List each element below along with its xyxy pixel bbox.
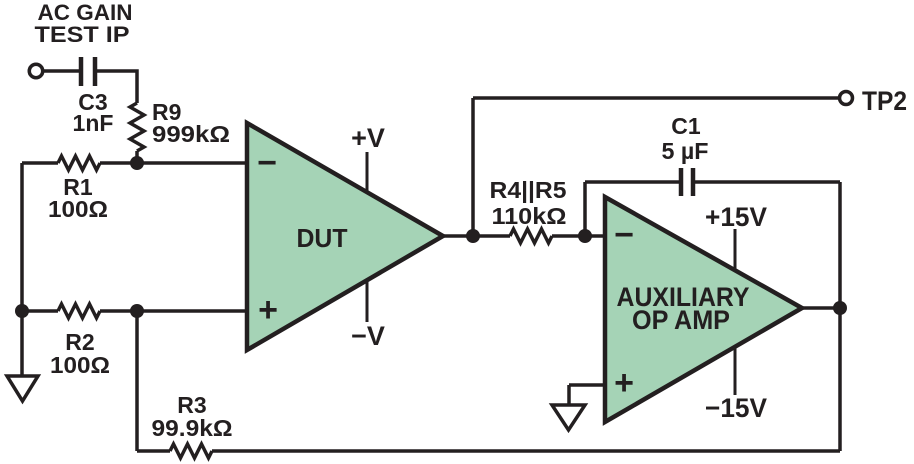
ground-symbol-aux [548,403,589,434]
junction-dot-aux-output [833,301,847,315]
r3-ref-label: R3 [177,392,206,418]
r9-value-label: 999kΩ [152,121,230,147]
dut-noninverting-input-symbol: + [258,291,278,329]
r1-resistor [56,152,102,174]
opamps [244,119,807,426]
aux-supply-pos-label: +15V [705,202,767,232]
r1-value-label: 100Ω [48,196,108,222]
junction-dots [15,156,847,318]
input-source-label-line2: TEST IP [35,22,130,47]
c3-ref-label: C3 [78,89,107,115]
junction-dot-aux-inv [578,229,592,243]
tp2-label: TP2 [862,86,907,116]
r9-ref-label: R9 [152,99,181,125]
junction-dot-dut-output [466,229,480,243]
aux-supply-neg-label: −15V [705,393,767,423]
labels: AC GAIN TEST IP C3 1nF R9 999kΩ R1 100Ω … [35,0,908,441]
input-source-label-line1: AC GAIN [38,0,133,25]
r2-ref-label: R2 [65,329,94,355]
c1-value-label: 5 µF [662,138,709,164]
tp2-terminal [837,89,855,107]
aux-name-label-line2: OP AMP [632,305,730,335]
c1-ref-label: C1 [671,113,701,139]
c3-value-label: 1nF [73,110,114,136]
aux-opamp-triangle [602,193,807,426]
wires [3,57,855,462]
r2-value-label: 100Ω [50,352,110,378]
wire-c3-to-r9 [97,69,139,103]
junction-dot-ground-node [15,304,29,318]
dut-inverting-input-symbol: − [257,144,277,182]
r2-resistor [56,300,102,322]
r9-resistor [126,101,148,153]
junction-dot-inv-node [130,156,144,170]
r4r5-resistor [508,225,554,247]
aux-inverting-input-symbol: − [614,216,634,254]
ac-test-input-terminal [27,62,45,80]
aux-noninverting-input-symbol: + [614,364,634,402]
aux-name-label-line1: AUXILIARY [617,282,750,312]
dut-supply-neg-label: −V [351,321,385,351]
r1-ref-label: R1 [63,174,93,200]
r3-resistor [168,440,214,462]
dut-supply-pos-label: +V [351,123,385,153]
r3-value-label: 99.9kΩ [152,415,233,441]
r4r5-ref-label: R4||R5 [490,177,567,203]
junction-dot-noninv-node [130,304,144,318]
dut-opamp-triangle [244,119,448,354]
dut-name-label: DUT [297,223,348,253]
r4r5-value-label: 110kΩ [492,203,567,229]
ground-symbol-left [3,374,42,405]
